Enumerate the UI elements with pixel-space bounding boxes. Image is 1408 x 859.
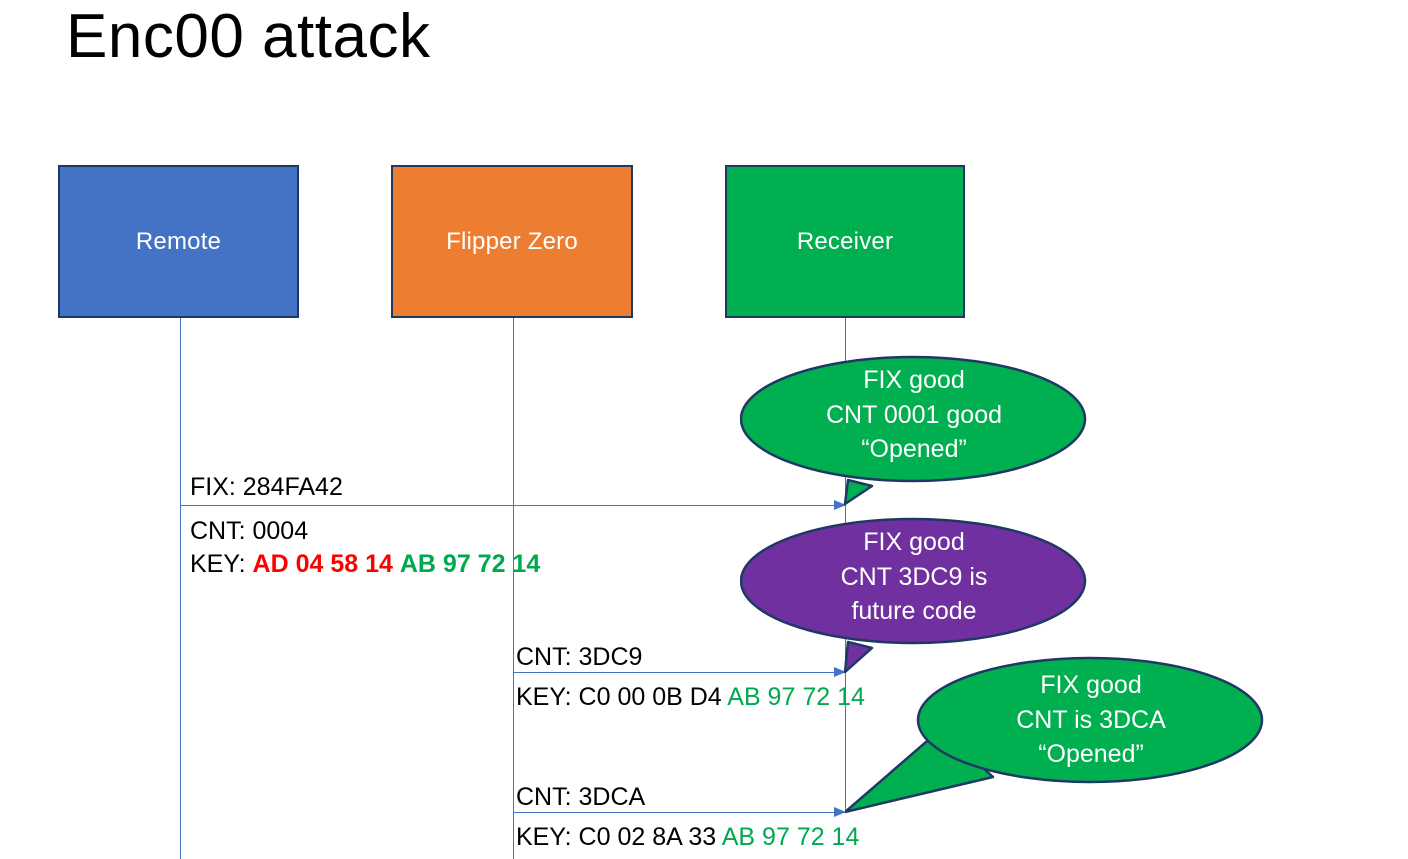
message-arrow-1 bbox=[180, 500, 846, 510]
message-1-key-red: AD 04 58 14 bbox=[252, 549, 393, 578]
message-3-cnt-text: CNT: 3DCA bbox=[516, 783, 646, 811]
message-1-key-green: AB 97 72 14 bbox=[399, 549, 541, 578]
page-title: Enc00 attack bbox=[66, 2, 431, 71]
message-2-key-prefix: KEY: bbox=[516, 683, 579, 711]
callout-3-shape bbox=[845, 656, 1264, 814]
lifeline-flipper bbox=[513, 318, 514, 859]
actor-box-remote[interactable]: Remote bbox=[58, 165, 299, 318]
message-1-cnt-line: CNT: 0004 bbox=[190, 515, 540, 548]
callout-bubble-receiver-3[interactable]: FIX good CNT is 3DCA “Opened” bbox=[845, 655, 1269, 820]
message-1-fix-text: FIX: 284FA42 bbox=[190, 473, 343, 501]
message-1-key-line: KEY: AD 04 58 14 AB 97 72 14 bbox=[190, 548, 540, 581]
message-2-key-black: C0 00 0B D4 bbox=[578, 683, 722, 711]
lifeline-remote bbox=[180, 318, 181, 859]
message-3-key-green: AB 97 72 14 bbox=[721, 823, 860, 851]
message-3-cnt-label: CNT: 3DCA bbox=[516, 781, 645, 814]
message-3-key-prefix: KEY: bbox=[516, 823, 579, 851]
actor-label-remote: Remote bbox=[135, 227, 222, 255]
message-1-fix-label: FIX: 284FA42 bbox=[190, 471, 343, 504]
callout-2-shape bbox=[740, 517, 1087, 674]
message-1-cnt-text: CNT: 0004 bbox=[190, 517, 309, 545]
message-arrow-3 bbox=[513, 807, 846, 817]
actor-box-receiver[interactable]: Receiver bbox=[725, 165, 965, 318]
actor-box-flipper[interactable]: Flipper Zero bbox=[391, 165, 633, 318]
message-2-key-green: AB 97 72 14 bbox=[727, 683, 865, 711]
actor-label-receiver: Receiver bbox=[796, 227, 894, 255]
callout-bubble-receiver-1[interactable]: FIX good CNT 0001 good “Opened” bbox=[740, 352, 1092, 512]
message-3-key-line: KEY: C0 02 8A 33 AB 97 72 14 bbox=[516, 821, 859, 854]
message-1-payload: CNT: 0004 KEY: AD 04 58 14 AB 97 72 14 bbox=[190, 515, 540, 580]
message-1-key-prefix: KEY: bbox=[190, 549, 253, 578]
actor-label-flipper: Flipper Zero bbox=[446, 227, 578, 255]
message-3-key-black: C0 02 8A 33 bbox=[578, 823, 717, 851]
message-2-cnt-label: CNT: 3DC9 bbox=[516, 641, 642, 674]
message-arrow-2 bbox=[513, 667, 846, 677]
callout-1-shape bbox=[740, 355, 1087, 506]
message-2-cnt-text: CNT: 3DC9 bbox=[516, 643, 643, 671]
message-2-key-line: KEY: C0 00 0B D4 AB 97 72 14 bbox=[516, 681, 865, 714]
